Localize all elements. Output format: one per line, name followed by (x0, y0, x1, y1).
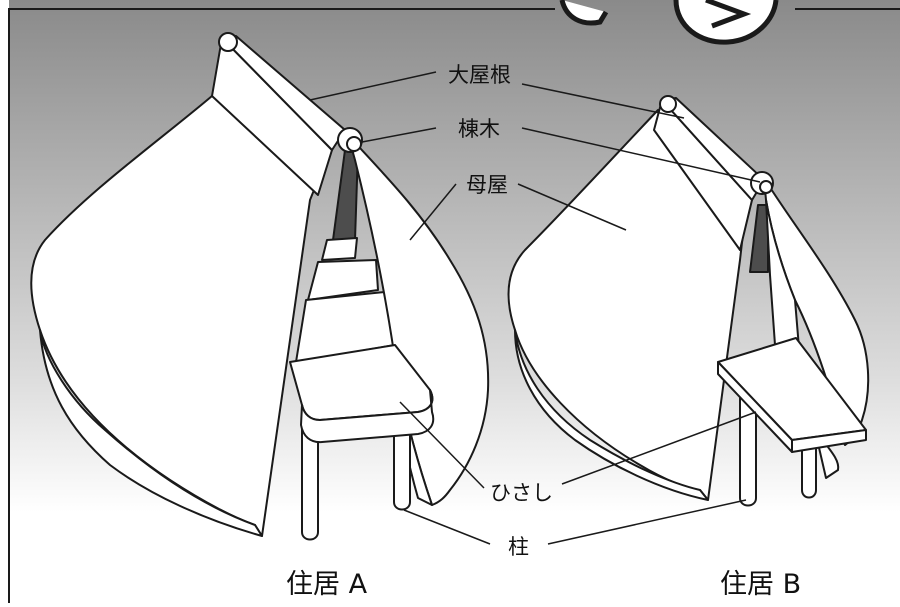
panel-border (8, 8, 555, 603)
dwelling-b-ridge-beam-end (759, 180, 773, 194)
label-pillar: 柱 (508, 535, 529, 559)
dwelling-b-eaves-side (717, 361, 793, 453)
label-ridge-beam: 棟木 (458, 117, 500, 141)
leader-ridge-beam-a (361, 127, 437, 143)
dwelling-b-roof-main-edge (514, 329, 709, 501)
dwelling-b-interior (749, 204, 769, 273)
leader-main-house-a (409, 183, 457, 241)
dwelling-a-wall-band-1 (321, 237, 358, 261)
circle-mark-2-inner (705, 0, 752, 29)
dwelling-a-ridge-knob (218, 32, 238, 52)
dwelling-a (30, 32, 490, 541)
leader-eaves-a (399, 401, 485, 489)
dwelling-b-pillar-left (739, 397, 757, 507)
dwelling-a-eaves-side (300, 389, 435, 444)
leader-pillar-b (547, 499, 747, 545)
leader-ridge-beam-b (521, 127, 761, 183)
leader-pillar-a (403, 509, 491, 545)
circle-mark-1 (559, 0, 609, 26)
dwelling-a-roof-right (347, 134, 490, 506)
dwelling-b (507, 95, 870, 507)
label-main-house: 母屋 (466, 173, 508, 197)
caption-dwelling-b: 住居 B (720, 569, 801, 600)
leader-main-roof-b (521, 83, 685, 119)
dwelling-a-ridge-beam-end (346, 136, 362, 152)
caption-dwelling-a: 住居 A (286, 569, 368, 600)
leader-eaves-b (561, 411, 757, 485)
leader-main-house-b (517, 183, 627, 231)
label-eaves: ひさし (490, 481, 553, 505)
dwelling-a-wall-band-2 (307, 259, 379, 301)
dwelling-b-pillar-right (801, 439, 817, 499)
dwelling-a-roof-left-edge (39, 329, 263, 537)
dwelling-b-ridge-knob (659, 95, 677, 113)
leader-main-roof-a (309, 71, 437, 101)
label-main-roof: 大屋根 (448, 63, 511, 87)
leader-lines (309, 71, 761, 545)
